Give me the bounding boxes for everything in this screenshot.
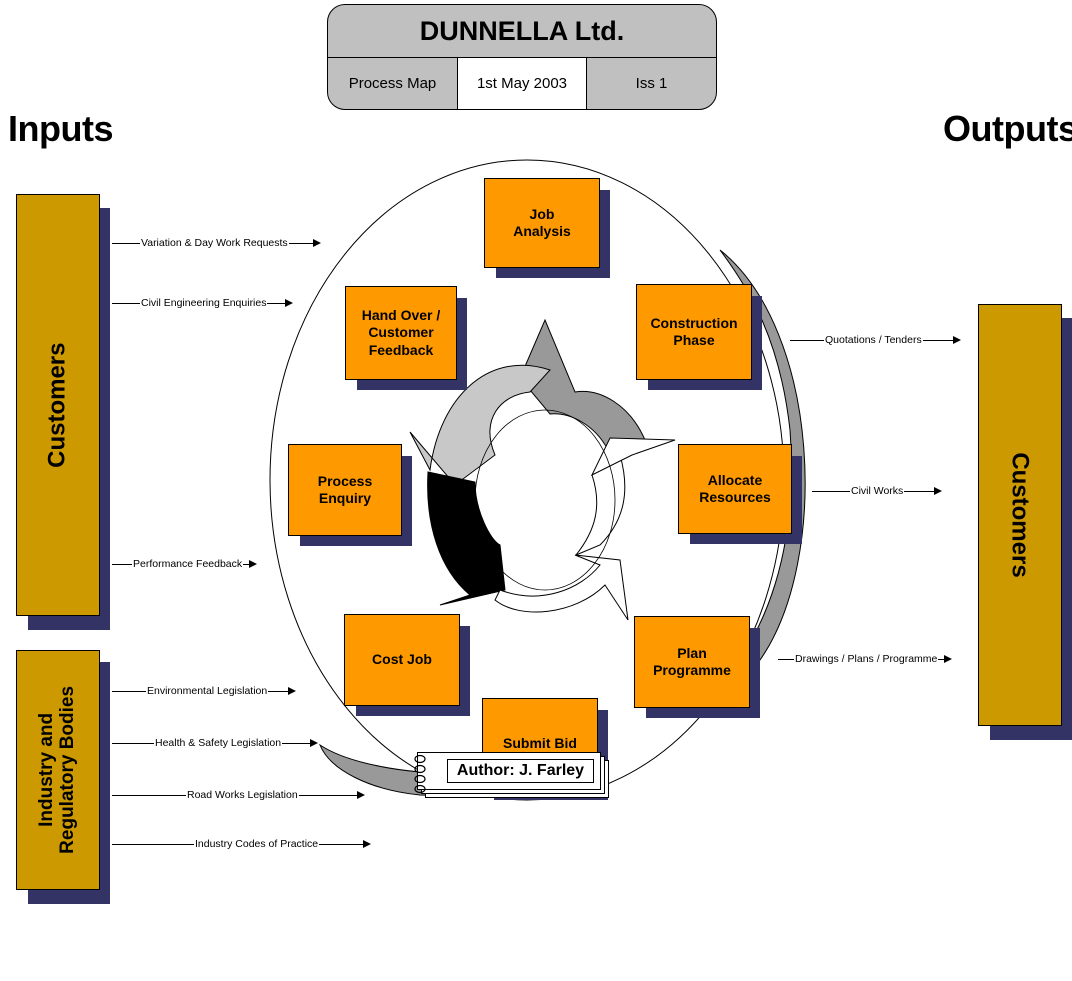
step-label: Customer xyxy=(368,324,434,341)
step-label: Submit Bid xyxy=(503,735,577,752)
input-arrow: Road Works Legislation xyxy=(112,788,365,802)
cost-job-step[interactable]: Cost Job xyxy=(344,614,460,706)
arrow-label: Drawings / Plans / Programme xyxy=(795,653,938,665)
step-label: Process xyxy=(317,472,373,489)
document-type: Process Map xyxy=(328,58,458,109)
step-label: Phase xyxy=(673,332,715,348)
step-label: Resources xyxy=(699,489,771,505)
spiral-binding-icon xyxy=(414,754,426,794)
arrow-label: Industry Codes of Practice xyxy=(195,838,319,850)
arrow-label: Civil Works xyxy=(851,485,904,497)
step-label: Construction xyxy=(650,314,738,331)
output-arrow: Quotations / Tenders xyxy=(790,333,961,347)
cycle-arrow-light-grey xyxy=(409,364,551,486)
input-customers-label: Customers xyxy=(43,342,71,468)
arrow-label: Performance Feedback xyxy=(133,558,243,570)
issue-number: Iss 1 xyxy=(635,75,668,92)
cycle-arrow-black xyxy=(427,471,506,606)
arrow-label: Health & Safety Legislation xyxy=(155,737,282,749)
author-label: Author: J. Farley xyxy=(447,759,594,783)
inputs-heading: Inputs xyxy=(8,108,113,149)
step-label: Allocate xyxy=(707,471,763,488)
label-line: Industry and xyxy=(36,713,58,828)
arrow-label: Quotations / Tenders xyxy=(825,334,922,346)
industry-regulatory-label: Industry and Regulatory Bodies xyxy=(36,686,79,854)
cycle-arrow-white-upper xyxy=(575,454,626,556)
output-customers-label: Customers xyxy=(1007,452,1034,578)
author-note: Author: J. Farley xyxy=(413,752,609,798)
arrow-label: Environmental Legislation xyxy=(147,685,268,697)
output-customers-box[interactable]: Customers xyxy=(978,304,1062,726)
step-label: Job xyxy=(529,205,555,222)
input-customers-box[interactable]: Customers xyxy=(16,194,100,616)
step-label: Analysis xyxy=(513,223,571,239)
industry-regulatory-box[interactable]: Industry and Regulatory Bodies xyxy=(16,650,100,890)
input-arrow: Variation & Day Work Requests xyxy=(112,236,321,250)
title-block: DUNNELLA Ltd. Process Map 1st May 2003 I… xyxy=(327,4,717,110)
step-label: Programme xyxy=(653,662,731,678)
input-arrow: Health & Safety Legislation xyxy=(112,736,319,750)
step-label: Plan xyxy=(677,644,707,661)
output-arrow: Civil Works xyxy=(812,484,943,498)
cycle-arrow-white-right xyxy=(590,437,676,477)
arrow-label: Civil Engineering Enquiries xyxy=(141,297,267,309)
arrow-label: Road Works Legislation xyxy=(187,789,298,801)
outputs-heading: Outputs xyxy=(943,108,1072,149)
step-label: Cost Job xyxy=(372,651,432,668)
output-arrow: Drawings / Plans / Programme xyxy=(778,652,953,666)
step-label: Hand Over / xyxy=(361,306,441,323)
inner-ring xyxy=(474,409,616,591)
cycle-arrow-white-lower xyxy=(494,554,629,621)
input-arrow: Industry Codes of Practice xyxy=(112,837,372,851)
step-label: Feedback xyxy=(368,341,434,358)
step-label: Enquiry xyxy=(318,490,372,506)
document-date: 1st May 2003 xyxy=(458,58,587,109)
input-arrow: Environmental Legislation xyxy=(112,684,297,698)
label-line: Regulatory Bodies xyxy=(57,686,78,854)
arrow-label: Variation & Day Work Requests xyxy=(141,237,288,249)
input-arrow: Civil Engineering Enquiries xyxy=(112,296,294,310)
input-arrow: Performance Feedback xyxy=(112,557,258,571)
company-name: DUNNELLA Ltd. xyxy=(328,5,716,58)
